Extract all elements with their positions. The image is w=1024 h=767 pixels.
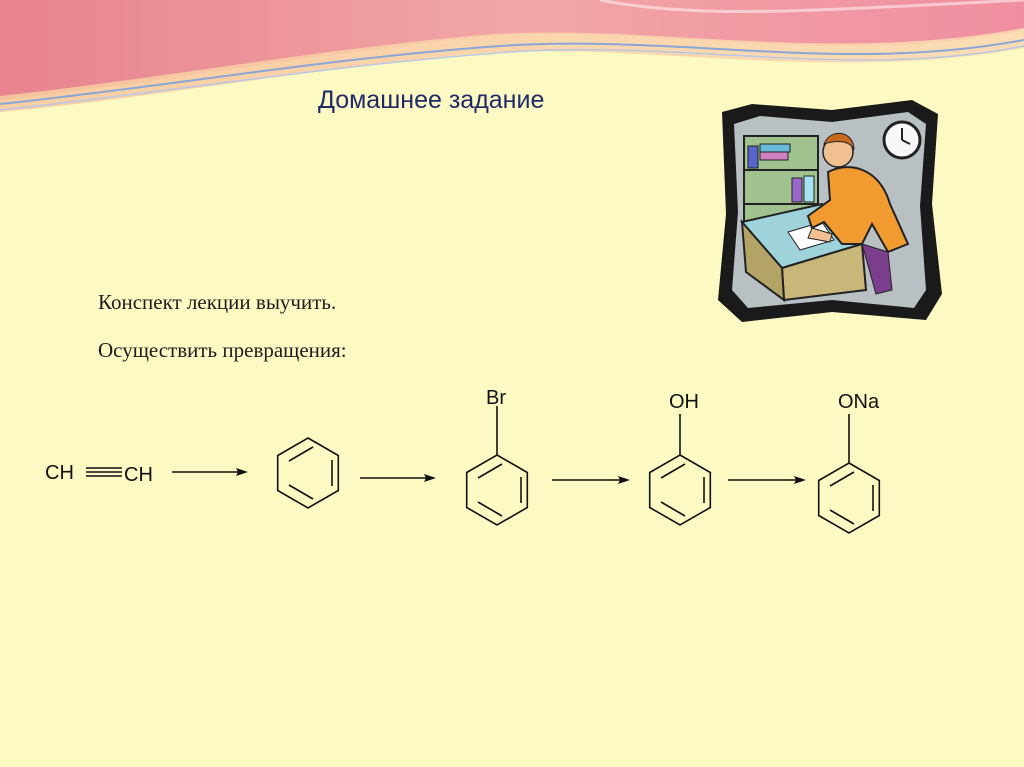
slide-title: Домашнее задание [318,86,545,114]
sodium-phenolate-ring [817,414,881,534]
substituent-oh: OH [669,391,699,413]
reaction-arrow-1 [172,468,248,476]
student-doing-homework-icon [718,100,942,322]
bromobenzene-ring [465,406,529,526]
substituent-ona: ONa [838,391,880,413]
task-line-1: Конспект лекции выучить. [98,290,337,314]
reaction-arrow-3 [552,476,630,484]
acetylene-ch-right: CH [124,464,153,486]
benzene-ring [276,437,340,509]
phenol-ring [648,414,712,526]
task-line-2: Осуществить превращения: [98,338,347,362]
reaction-arrow-2 [360,474,436,482]
decorative-wave-banner [0,0,1024,112]
substituent-br: Br [486,387,506,409]
reaction-arrow-4 [728,476,806,484]
reaction-scheme: CH CH Br OH [45,387,881,534]
triple-bond [86,467,122,477]
acetylene-ch-left: CH [45,462,74,484]
